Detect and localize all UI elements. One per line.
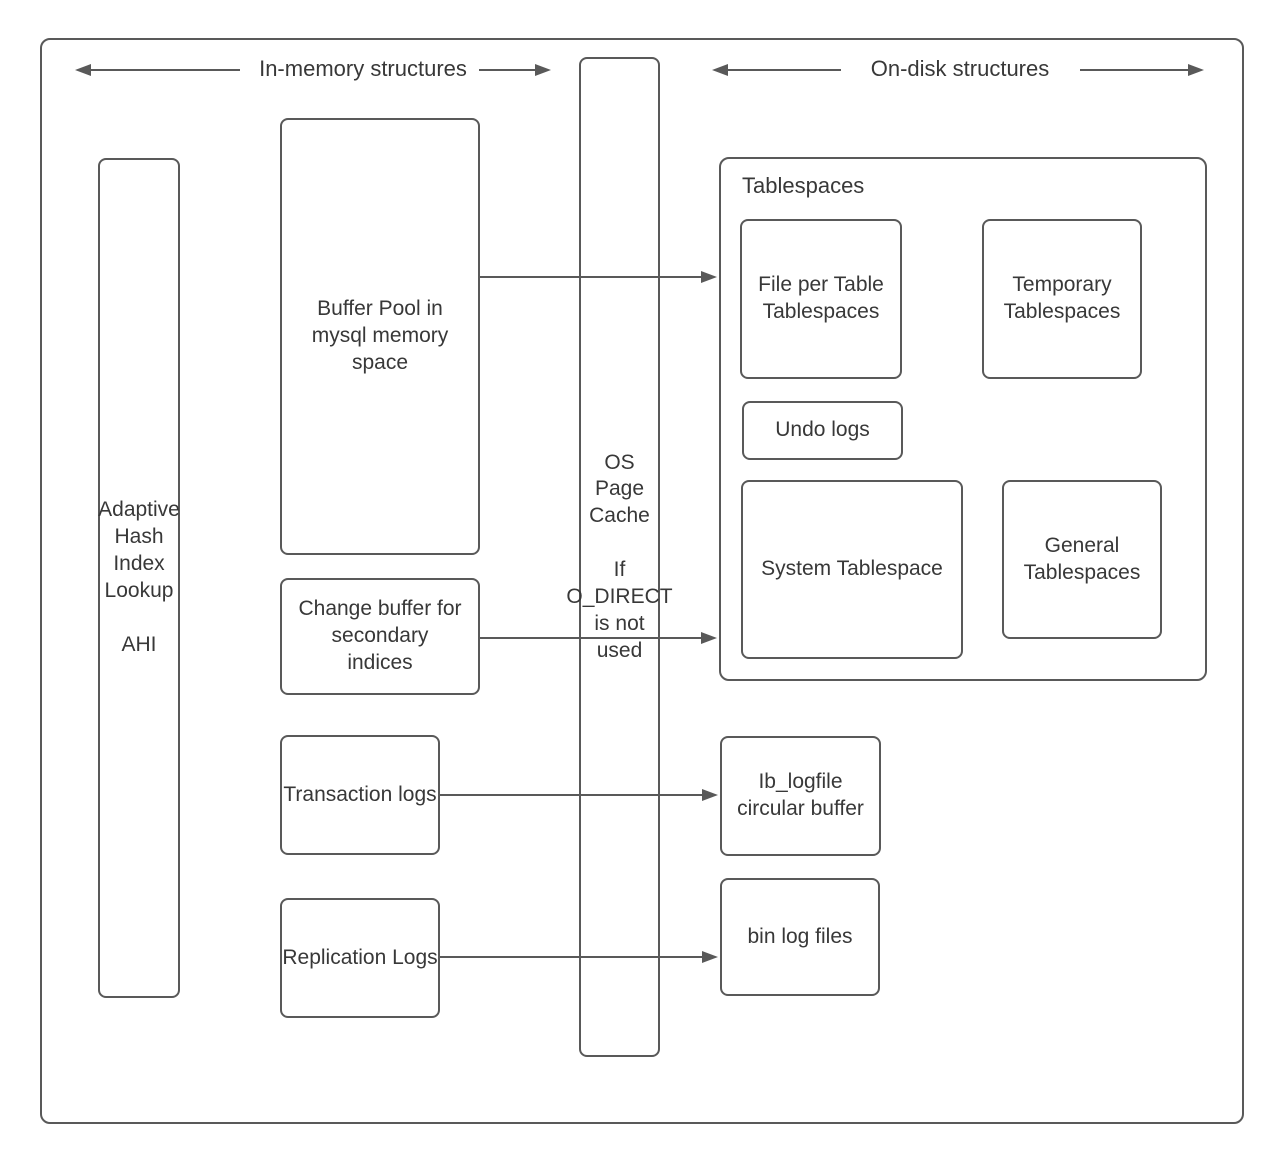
- ib-logfile-label: Ib_logfile circular buffer: [737, 770, 864, 820]
- buffer-pool-to-tablespaces-arrowhead-icon: [701, 271, 717, 283]
- adaptive-hash-index-label: Adaptive Hash Index Lookup AHI: [98, 498, 180, 656]
- file-per-table-node: File per Table Tablespaces: [740, 219, 902, 379]
- temporary-tablespaces-node: Temporary Tablespaces: [982, 219, 1142, 379]
- on-disk-left-arrowhead-icon: [712, 64, 728, 76]
- diagram-outer-border: [40, 38, 1244, 1124]
- transaction-logs-to-ib-logfile-arrowhead-icon: [702, 789, 718, 801]
- bin-log-files-node: bin log files: [720, 878, 880, 996]
- system-tablespace-label: System Tablespace: [761, 557, 943, 581]
- transaction-logs-to-ib-logfile-line: [440, 794, 704, 796]
- replication-logs-to-bin-log-arrowhead-icon: [702, 951, 718, 963]
- tablespaces-container: Tablespaces File per Table Tablespaces T…: [719, 157, 1207, 681]
- ib-logfile-node: Ib_logfile circular buffer: [720, 736, 881, 856]
- bin-log-files-label: bin log files: [747, 924, 853, 948]
- tablespaces-label: Tablespaces: [742, 173, 865, 198]
- os-page-cache-label: OS Page Cache If O_DIRECT is not used: [566, 450, 673, 662]
- file-per-table-label: File per Table Tablespaces: [758, 273, 884, 323]
- buffer-pool-label: Buffer Pool in mysql memory space: [311, 297, 449, 374]
- transaction-logs-node: Transaction logs: [280, 735, 440, 855]
- undo-logs-node: Undo logs: [742, 401, 903, 460]
- general-tablespaces-node: General Tablespaces: [1002, 480, 1162, 639]
- temporary-tablespaces-label: Temporary Tablespaces: [1003, 273, 1121, 323]
- buffer-pool-to-tablespaces-line: [480, 276, 704, 278]
- transaction-logs-label: Transaction logs: [283, 782, 437, 806]
- on-disk-right-arrow-line: [1080, 69, 1190, 71]
- in-memory-left-arrowhead-icon: [75, 64, 91, 76]
- in-memory-header-label: In-memory structures: [259, 56, 467, 81]
- on-disk-right-arrowhead-icon: [1188, 64, 1204, 76]
- change-buffer-to-tablespaces-arrowhead-icon: [701, 632, 717, 644]
- on-disk-header-label: On-disk structures: [870, 56, 1050, 81]
- adaptive-hash-index-node: Adaptive Hash Index Lookup AHI: [98, 158, 180, 998]
- buffer-pool-node: Buffer Pool in mysql memory space: [280, 118, 480, 555]
- in-memory-right-arrow-line: [479, 69, 537, 71]
- in-memory-left-arrow-line: [88, 69, 240, 71]
- general-tablespaces-label: General Tablespaces: [1023, 533, 1141, 584]
- change-buffer-label: Change buffer for secondary indices: [298, 597, 462, 674]
- replication-logs-node: Replication Logs: [280, 898, 440, 1018]
- system-tablespace-node: System Tablespace: [741, 480, 963, 659]
- os-page-cache-node: OS Page Cache If O_DIRECT is not used: [566, 57, 673, 1057]
- change-buffer-node: Change buffer for secondary indices: [280, 578, 480, 695]
- replication-logs-label: Replication Logs: [282, 945, 438, 969]
- replication-logs-to-bin-log-line: [440, 956, 704, 958]
- change-buffer-to-tablespaces-line: [480, 637, 704, 639]
- in-memory-right-arrowhead-icon: [535, 64, 551, 76]
- on-disk-left-arrow-line: [725, 69, 841, 71]
- undo-logs-label: Undo logs: [775, 418, 870, 442]
